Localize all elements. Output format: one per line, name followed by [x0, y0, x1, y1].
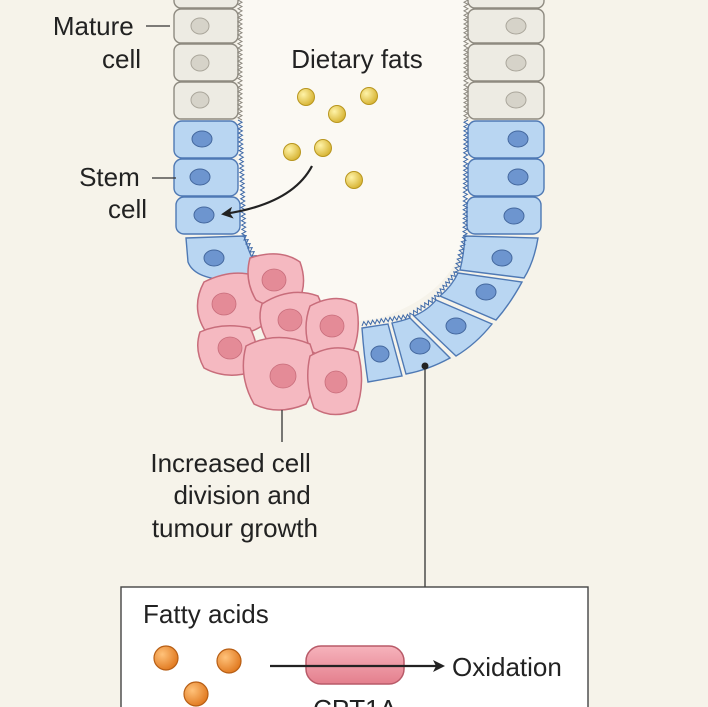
mature-nucleus [190, 54, 210, 72]
microvilli [462, 0, 470, 121]
crypt-lumen [238, 0, 468, 330]
mature-nucleus [190, 17, 210, 35]
stem-nucleus [445, 317, 467, 335]
fat-uptake-arrow [221, 165, 313, 219]
right-stem-cells [361, 120, 545, 383]
mature-nucleus [190, 91, 210, 109]
tumour-nucleus [269, 363, 297, 389]
fat-droplet-icon [283, 143, 301, 161]
tumour-label-line: division and [173, 480, 310, 510]
stem-cell [467, 158, 545, 197]
tumour-nucleus [211, 292, 237, 316]
mature-cell [173, 0, 239, 9]
stem-nucleus [370, 345, 390, 363]
microvilli [409, 296, 437, 319]
tumour-growth-label: Increased cell division and tumour growt… [150, 448, 318, 543]
brush-border [236, 0, 470, 327]
fat-droplet-icon [314, 139, 332, 157]
dietary-fat-droplets [283, 87, 378, 189]
fat-droplet-icon [328, 105, 346, 123]
tumour-nucleus [324, 370, 348, 394]
tumour-nucleus [217, 336, 243, 360]
stem-cell-label-line: Stem [79, 162, 140, 192]
microvilli [461, 119, 470, 237]
stem-nucleus [193, 206, 215, 224]
left-mature-cells [173, 0, 239, 120]
fat-droplet-icon [297, 88, 315, 106]
stem-nucleus [491, 249, 513, 267]
mature-cell [467, 0, 545, 9]
left-stem-cells [173, 120, 264, 281]
fat-droplet-icon [360, 87, 378, 105]
tumour-cluster [196, 253, 363, 416]
mature-cell-label-line: Mature [53, 11, 134, 41]
stem-nucleus [475, 283, 497, 301]
microvilli [361, 313, 411, 327]
mature-nucleus [505, 54, 527, 72]
mature-nucleus [505, 17, 527, 35]
stem-nucleus [507, 168, 529, 186]
stem-cell-label: Stem cell [79, 162, 147, 224]
fatty-acid-icon [183, 681, 209, 707]
microvilli [433, 271, 459, 301]
tumour-nucleus [277, 308, 303, 332]
tumour-nucleus [261, 268, 287, 292]
mechanism-inset: Fatty acids Oxidation CPT1A [120, 586, 589, 707]
mature-nucleus [505, 91, 527, 109]
fatty-acids-label: Fatty acids [143, 599, 269, 629]
right-mature-cells [467, 0, 545, 120]
stem-cell [467, 120, 545, 159]
mature-cell-label-line: cell [102, 44, 141, 74]
microvilli [237, 119, 247, 237]
tumour-label-line: tumour growth [152, 513, 318, 543]
fatty-acid-icon [153, 645, 179, 671]
tumour-nucleus [319, 314, 345, 338]
microvilli [236, 0, 244, 121]
fatty-acid-icon [216, 648, 242, 674]
cpt1a-label: CPT1A [313, 694, 397, 707]
stem-nucleus [503, 207, 525, 225]
oxidation-label: Oxidation [452, 652, 562, 682]
stem-nucleus [191, 130, 213, 148]
microvilli [453, 235, 468, 273]
stem-nucleus [189, 168, 211, 186]
tumour-label-line: Increased cell [150, 448, 310, 478]
stem-nucleus [409, 337, 431, 355]
stem-cell-label-line: cell [108, 194, 147, 224]
connector-dot [421, 362, 429, 370]
fat-droplet-icon [345, 171, 363, 189]
dietary-fats-label: Dietary fats [291, 44, 423, 74]
mature-cell-label: Mature cell [53, 11, 141, 74]
stem-nucleus [507, 130, 529, 148]
stem-nucleus [203, 249, 225, 267]
